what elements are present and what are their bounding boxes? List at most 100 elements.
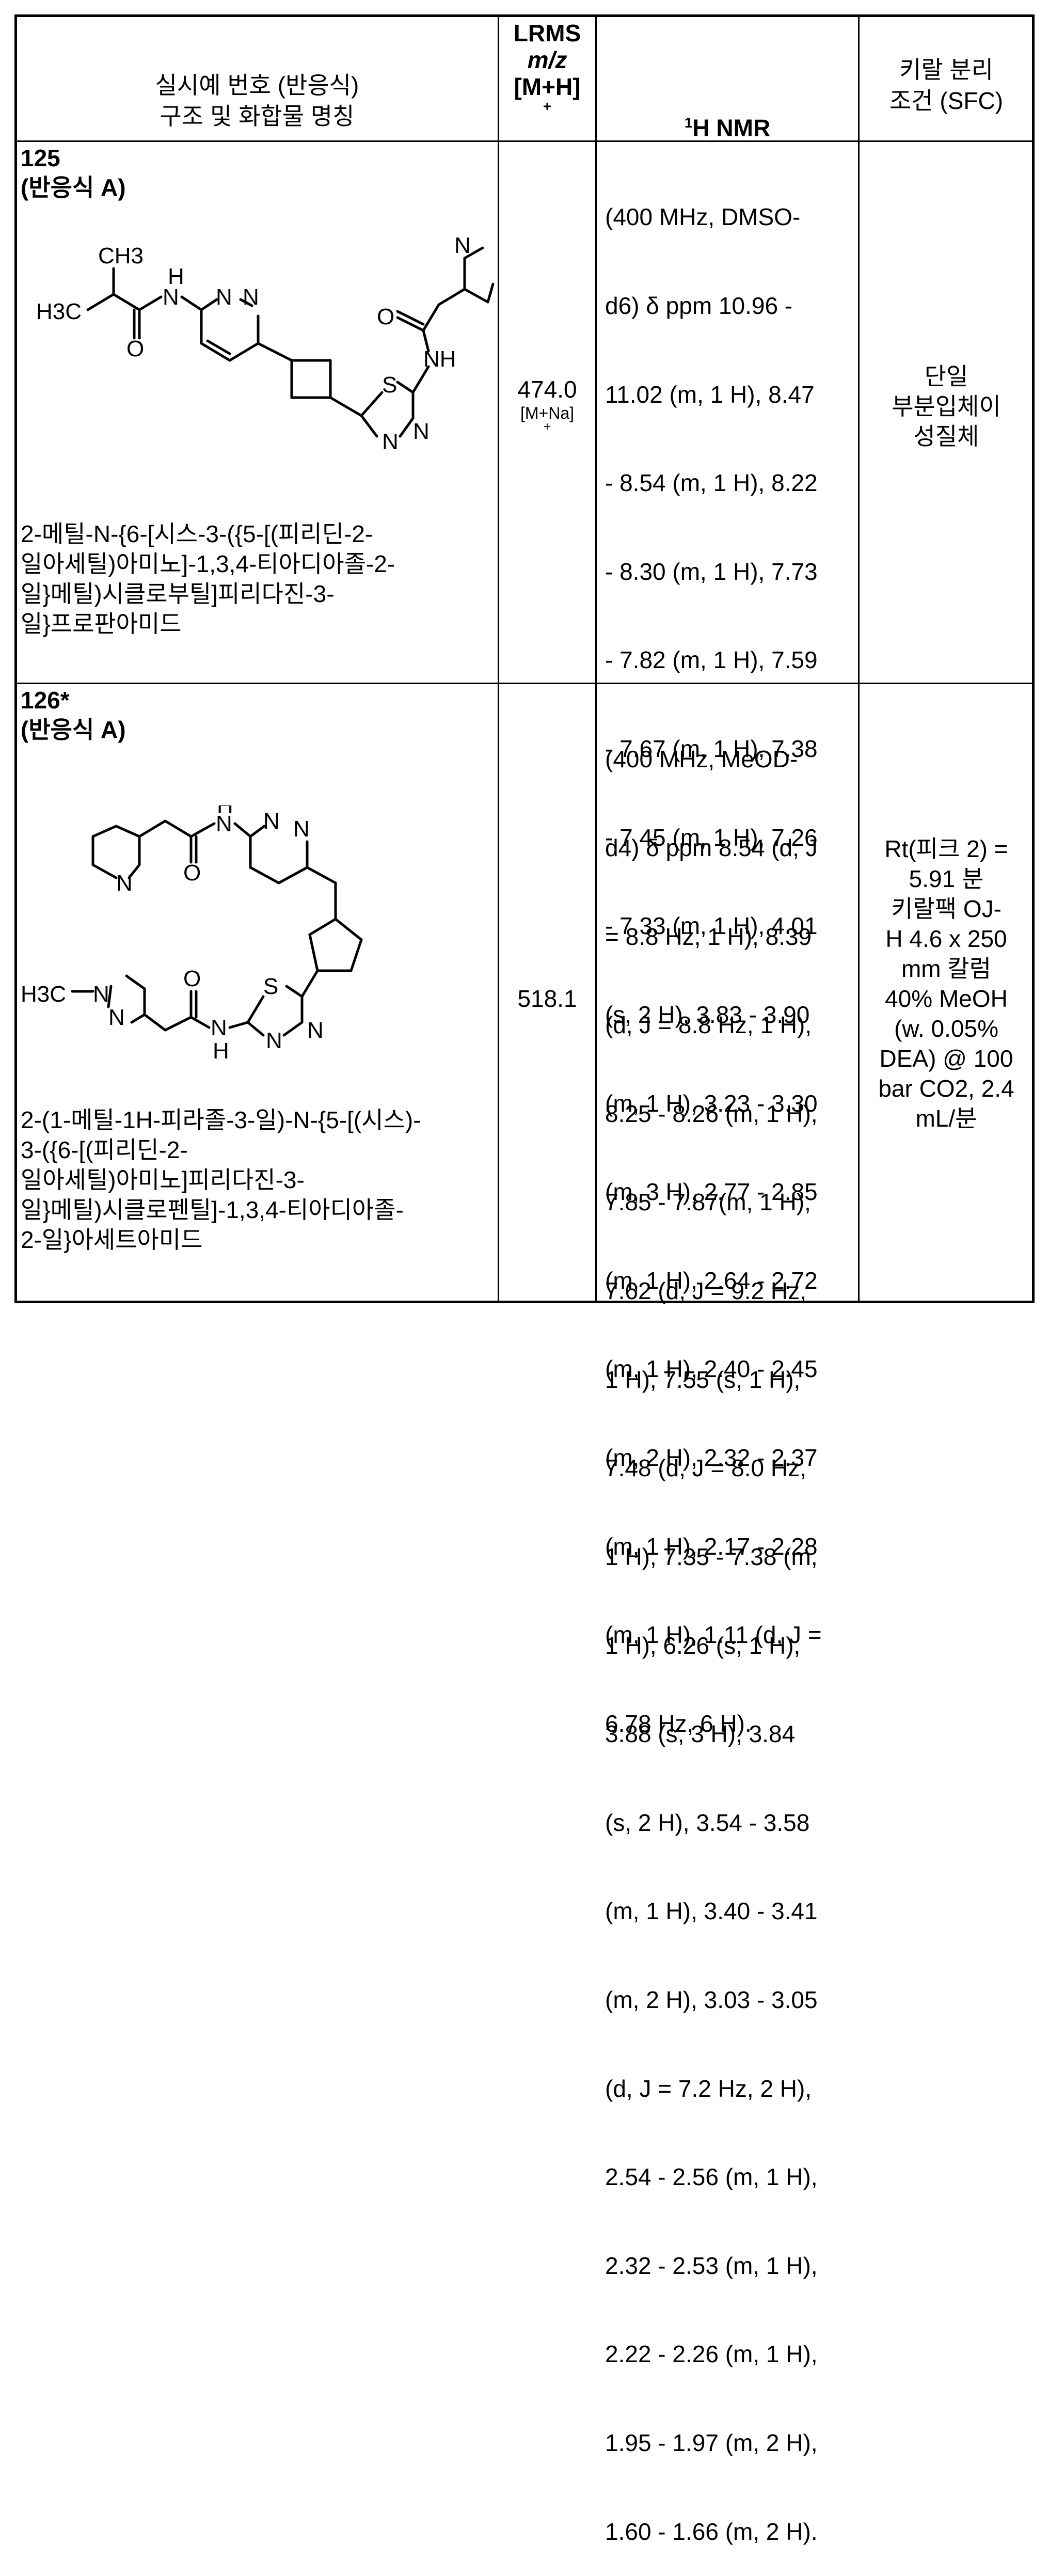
chiral-126: Rt(피크 2) = 5.91 분 키랄팩 OJ- H 4.6 x 250 mm… [860,834,1033,1133]
header-bottom-rule [15,140,1034,142]
label-n4: N [382,429,399,454]
compound-name-126: 2-(1-메틸-1H-피라졸-3-일)-N-{5-[(시스)- 3-({6-[(… [21,1105,496,1255]
nmr-line: (s, 2 H), 3.54 - 3.58 [605,1808,858,1838]
nmr-line: 7.62 (d, J = 9.2 Hz, [605,1276,858,1306]
name-line: 일}프로판아미드 [21,609,496,639]
chiral-line: H 4.6 x 250 [860,924,1033,954]
label-nh2: NH [423,346,456,372]
label-o2: O [183,966,201,991]
nmr-line: (400 MHz, MeOD- [605,745,858,774]
nmr-line: 3.88 (s, 3 H), 3.84 [605,1719,858,1749]
lrms-value: 474.0 [499,374,595,404]
nmr-line: (400 MHz, DMSO- [605,202,858,232]
name-line: 일}메틸)시클로펜틸]-1,3,4-티아디아졸- [21,1195,496,1225]
name-line: 일아세틸)아미노]피리다진-3- [21,1165,496,1195]
chiral-125: 단일 부분입체이 성질체 [860,361,1033,451]
nmr-line: = 8.8 Hz, 1 H), 8.39 [605,922,858,952]
nmr-line: 1 H), 7.35 - 7.38 (m, [605,1542,858,1572]
header-nmr: 1H NMR [597,107,858,143]
nmr-line: 11.02 (m, 1 H), 8.47 [605,380,858,409]
example-scheme: (반응식 A) [21,172,496,202]
label-o2: O [377,304,394,329]
example-number: 126* [21,686,496,715]
nmr-line: 2.32 - 2.53 (m, 1 H), [605,2251,858,2281]
label-n-pz1: N [93,982,109,1007]
col-divider-1 [498,15,499,1302]
chiral-line: Rt(피크 2) = [860,834,1033,864]
nmr-line: (d, J = 7.2 Hz, 2 H), [605,2074,858,2104]
nmr-line: 1.60 - 1.66 (m, 2 H). [605,2517,858,2547]
example-cell-126: 126* (반응식 A) [21,686,496,745]
label-o1: O [183,860,201,886]
nmr-line: 1 H), 7.55 (s, 1 H), [605,1365,858,1395]
label-n-amide: N [216,811,232,836]
header-nmr-sup: 1 [685,115,693,131]
header-structure-line2: 구조 및 화합물 명칭 [18,101,497,132]
nmr-line: 1 H), 6.26 (s, 1 H), [605,1631,858,1661]
header-lrms: LRMS m/z [M+H] + [499,20,595,113]
nmr-line: (m, 1 H), 3.40 - 3.41 [605,1897,858,1926]
nmr-line: d4) δ ppm 8.54 (d, J [605,833,858,863]
nmr-line: 1.95 - 1.97 (m, 2 H), [605,2428,858,2458]
example-number: 125 [21,144,496,172]
nmr-line: 7.85 - 7.87(m, 1 H), [605,1188,858,1217]
label-n1: N [216,285,232,310]
nmr-line: - 8.30 (m, 1 H), 7.73 [605,557,858,587]
chiral-line: 부분입체이 [860,391,1033,421]
header-lrms-line1: LRMS [499,20,595,46]
header-lrms-line2: m/z [499,46,595,73]
chiral-line: 단일 [860,361,1033,391]
label-n-py: N [454,233,471,258]
header-structure-line1: 실시예 번호 (반응식) [18,70,497,101]
chiral-line: 성질체 [860,421,1033,451]
name-line: 일아세틸)아미노]-1,3,4-티아디아졸-2- [21,549,496,579]
name-line: 2-일}아세트아미드 [21,1225,496,1255]
label-n-amide: N [163,285,179,310]
chiral-line: 5.91 분 [860,864,1033,894]
compound-name-125: 2-메틸-N-{6-[시스-3-({5-[(피리딘-2- 일아세틸)아미노]-1… [21,519,496,639]
chiral-line: mL/분 [860,1103,1033,1133]
nmr-line: 2.54 - 2.56 (m, 1 H), [605,2162,858,2192]
label-h3c: H3C [36,299,82,324]
chiral-line: bar CO2, 2.4 [860,1073,1033,1103]
label-n3: N [413,419,430,444]
chiral-line: DEA) @ 100 [860,1044,1033,1073]
nmr-line: 2.22 - 2.26 (m, 1 H), [605,2340,858,2369]
lrms-126: 518.1 [499,984,595,1014]
col-divider-2 [595,15,597,1302]
lrms-note: [M+Na] [499,404,595,422]
label-nh2-h: H [213,1038,229,1064]
label-o1: O [126,336,144,361]
nmr-line: (m, 2 H), 3.03 - 3.05 [605,1985,858,2015]
nmr-line: 8.25 - 8.26 (m, 1 H), [605,1099,858,1129]
lrms-note-sup: + [499,422,595,432]
example-scheme: (반응식 A) [21,715,496,745]
name-line: 2-메틸-N-{6-[시스-3-({5-[(피리딘-2- [21,519,496,549]
header-structure: 실시예 번호 (반응식) 구조 및 화합물 명칭 [18,70,497,132]
structure-126: H N O N N N H3C N N O S N N N H [21,805,496,1074]
chiral-line: 키랄팩 OJ- [860,894,1033,924]
label-h3c: H3C [21,982,66,1007]
label-ch3: CH3 [98,243,144,268]
nmr-line: - 8.54 (m, 1 H), 8.22 [605,468,858,498]
nmr-line: 7.48 (d, J = 8.0 Hz, [605,1453,858,1483]
example-cell-125: 125 (반응식 A) [21,144,496,202]
header-lrms-line3: [M+H] [499,73,595,100]
label-nh2: N [211,1015,227,1040]
header-chiral: 키랄 분리 조건 (SFC) [860,54,1033,116]
label-n2: N [243,285,259,310]
label-n1: N [263,809,280,834]
label-n-pz2: N [108,1005,125,1030]
header-lrms-line4: + [499,100,595,113]
label-s: S [382,372,397,398]
nmr-126: (400 MHz, MeOD- d4) δ ppm 8.54 (d, J = 8… [605,686,858,2576]
label-s: S [263,974,278,999]
row-divider [15,683,1034,684]
label-n2: N [293,816,310,842]
header-chiral-line1: 키랄 분리 [860,54,1033,85]
nmr-line: (d, J = 8.8 Hz, 1 H), [605,1010,858,1040]
chiral-line: (w. 0.05% [860,1014,1033,1044]
name-line: 2-(1-메틸-1H-피라졸-3-일)-N-{5-[(시스)- [21,1105,496,1135]
header-nmr-label: H NMR [692,114,770,141]
nmr-line: - 7.82 (m, 1 H), 7.59 [605,645,858,675]
